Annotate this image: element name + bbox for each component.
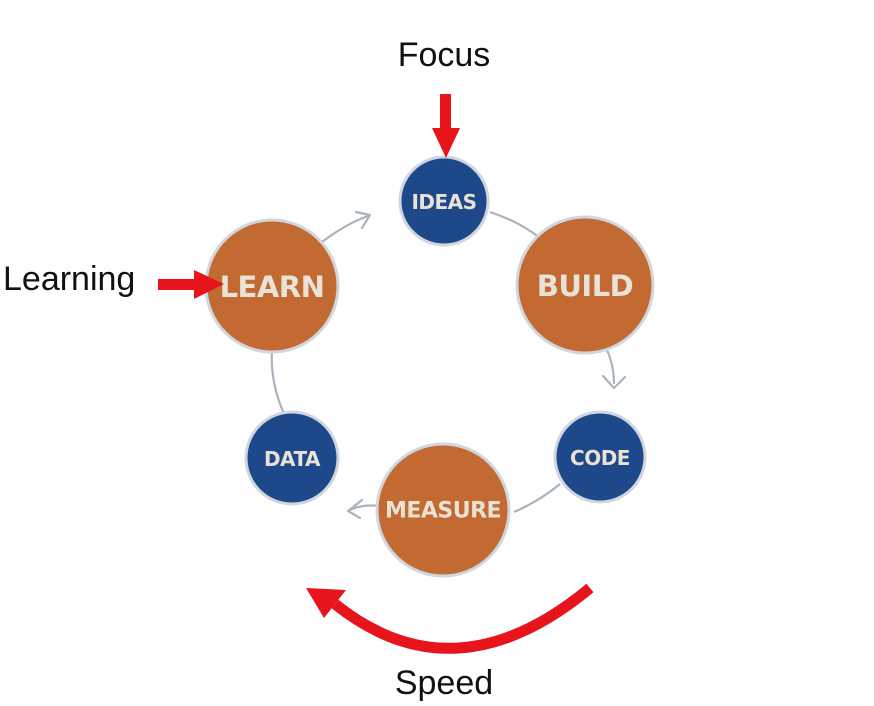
node-code: CODE [553, 410, 647, 504]
learning-arrow-head [194, 270, 224, 299]
node-ideas: IDEAS [398, 155, 490, 247]
connector-data-to-learn [270, 349, 286, 415]
node-code-circle [553, 410, 647, 504]
connector-build-to-code-arrowhead [601, 374, 627, 390]
node-code-label: CODE [570, 446, 630, 470]
learning-label: Learning [3, 260, 135, 298]
connector-learn-to-ideas-arrowhead [354, 210, 372, 230]
connector-learn-to-ideas [317, 214, 369, 246]
node-build-circle [515, 215, 655, 355]
node-ideas-circle [398, 155, 490, 247]
connector-code-to-measure [513, 483, 561, 514]
connector-measure-to-data-arrowhead [346, 498, 364, 520]
node-build-label: BUILD [537, 269, 634, 303]
node-data-label: DATA [264, 447, 321, 471]
node-data-circle [244, 410, 340, 506]
node-ideas-label: IDEAS [411, 190, 476, 214]
node-data: DATA [244, 410, 340, 506]
connector-ideas-to-build [489, 210, 541, 239]
focus-label: Focus [398, 36, 491, 74]
speed-arrow-arc [331, 583, 594, 654]
node-measure-circle [375, 442, 511, 578]
focus-arrow [432, 94, 460, 158]
speed-arrow-head [306, 588, 346, 618]
node-learn: LEARN [204, 218, 340, 354]
focus-arrow-head [432, 128, 460, 158]
learning-arrow-shaft [158, 279, 196, 290]
node-measure: MEASURE [375, 442, 511, 578]
node-learn-label: LEARN [220, 270, 325, 304]
learning-arrow [158, 270, 224, 299]
node-build: BUILD [515, 215, 655, 355]
node-measure-label: MEASURE [385, 499, 501, 524]
speed-arrow [306, 583, 594, 654]
speed-label: Speed [395, 664, 493, 702]
focus-arrow-shaft [440, 94, 451, 130]
